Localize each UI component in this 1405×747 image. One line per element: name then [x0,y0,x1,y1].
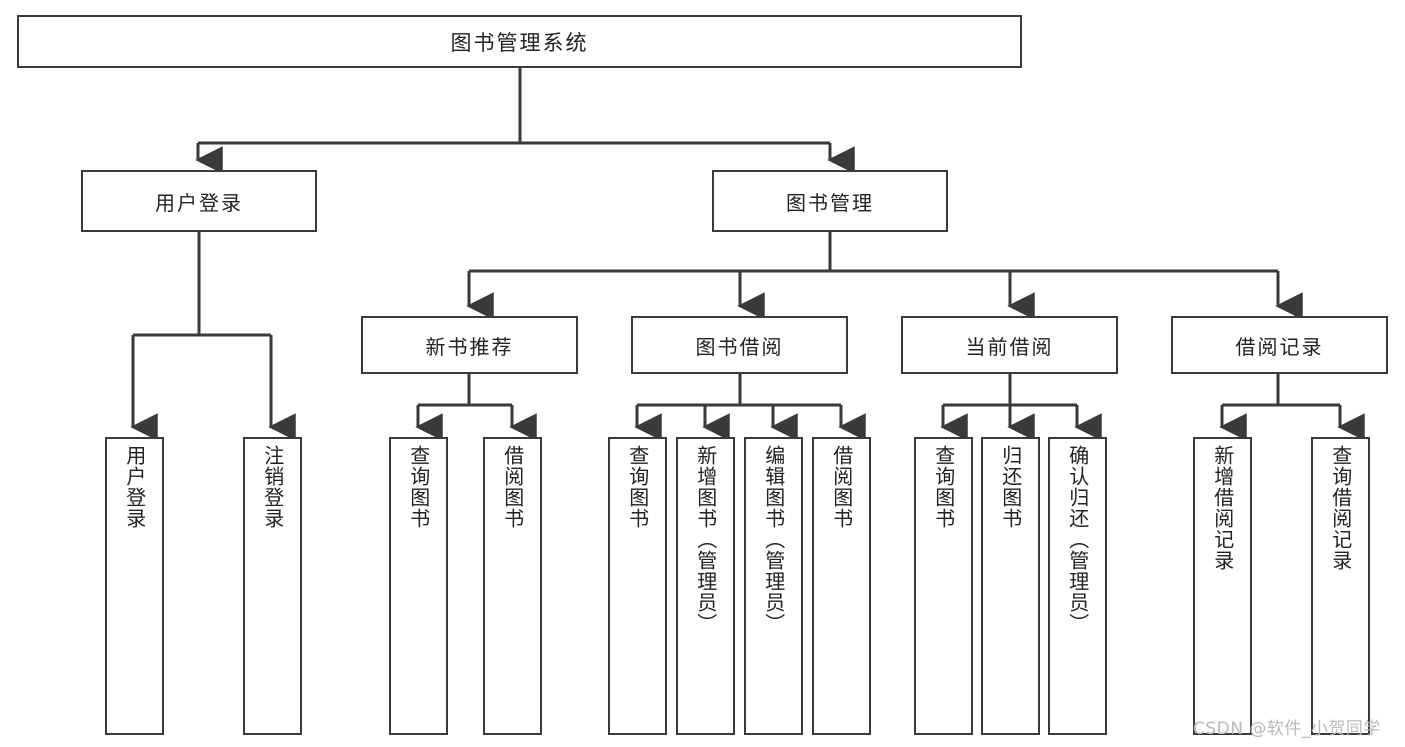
leaf-node[interactable]: 查询借阅记录 [1311,437,1370,735]
node-current-borrow[interactable]: 当前借阅 [901,316,1118,374]
leaf-node-label: 借阅图书 [829,445,854,529]
leaf-node-label: 确认归还（管理员） [1065,445,1090,634]
leaf-node[interactable]: 编辑图书（管理员） [744,437,803,735]
leaf-node-label: 注销登录 [260,445,285,529]
node-user-login[interactable]: 用户登录 [81,170,317,232]
leaf-node[interactable]: 借阅图书 [812,437,871,735]
node-new-book-recommend[interactable]: 新书推荐 [361,316,578,374]
node-root[interactable]: 图书管理系统 [17,15,1022,68]
node-book-management-label: 图书管理 [786,190,874,215]
leaf-node-label: 查询借阅记录 [1328,445,1353,571]
node-book-borrow-label: 图书借阅 [695,334,784,359]
node-borrow-record-label: 借阅记录 [1235,334,1324,359]
leaf-node-label: 查询图书 [625,445,650,529]
leaf-node[interactable]: 查询图书 [608,437,667,735]
node-current-borrow-label: 当前借阅 [965,334,1054,359]
node-borrow-record[interactable]: 借阅记录 [1171,316,1388,374]
node-root-label: 图书管理系统 [450,30,589,55]
leaf-node[interactable]: 确认归还（管理员） [1048,437,1107,735]
node-user-login-label: 用户登录 [155,190,243,215]
leaf-node[interactable]: 用户登录 [105,437,164,735]
leaf-node-label: 查询图书 [406,445,431,529]
leaf-node[interactable]: 注销登录 [243,437,302,735]
leaf-node[interactable]: 新增图书（管理员） [676,437,735,735]
leaf-node[interactable]: 新增借阅记录 [1193,437,1252,735]
node-book-borrow[interactable]: 图书借阅 [631,316,848,374]
node-book-management[interactable]: 图书管理 [712,170,948,232]
leaf-node-label: 编辑图书（管理员） [761,445,786,634]
leaf-node-label: 借阅图书 [500,445,525,529]
leaf-node-label: 查询图书 [931,445,956,529]
leaf-node-label: 用户登录 [122,445,147,529]
leaf-node-label: 新增图书（管理员） [693,445,718,634]
leaf-node-label: 归还图书 [998,445,1023,529]
csdn-watermark: CSDN @软件_小贺同学 [1193,719,1381,739]
leaf-node-label: 新增借阅记录 [1210,445,1235,571]
leaf-node[interactable]: 归还图书 [981,437,1040,735]
leaf-node[interactable]: 查询图书 [914,437,973,735]
leaf-node[interactable]: 查询图书 [389,437,448,735]
leaf-node[interactable]: 借阅图书 [483,437,542,735]
node-new-book-recommend-label: 新书推荐 [425,334,514,359]
